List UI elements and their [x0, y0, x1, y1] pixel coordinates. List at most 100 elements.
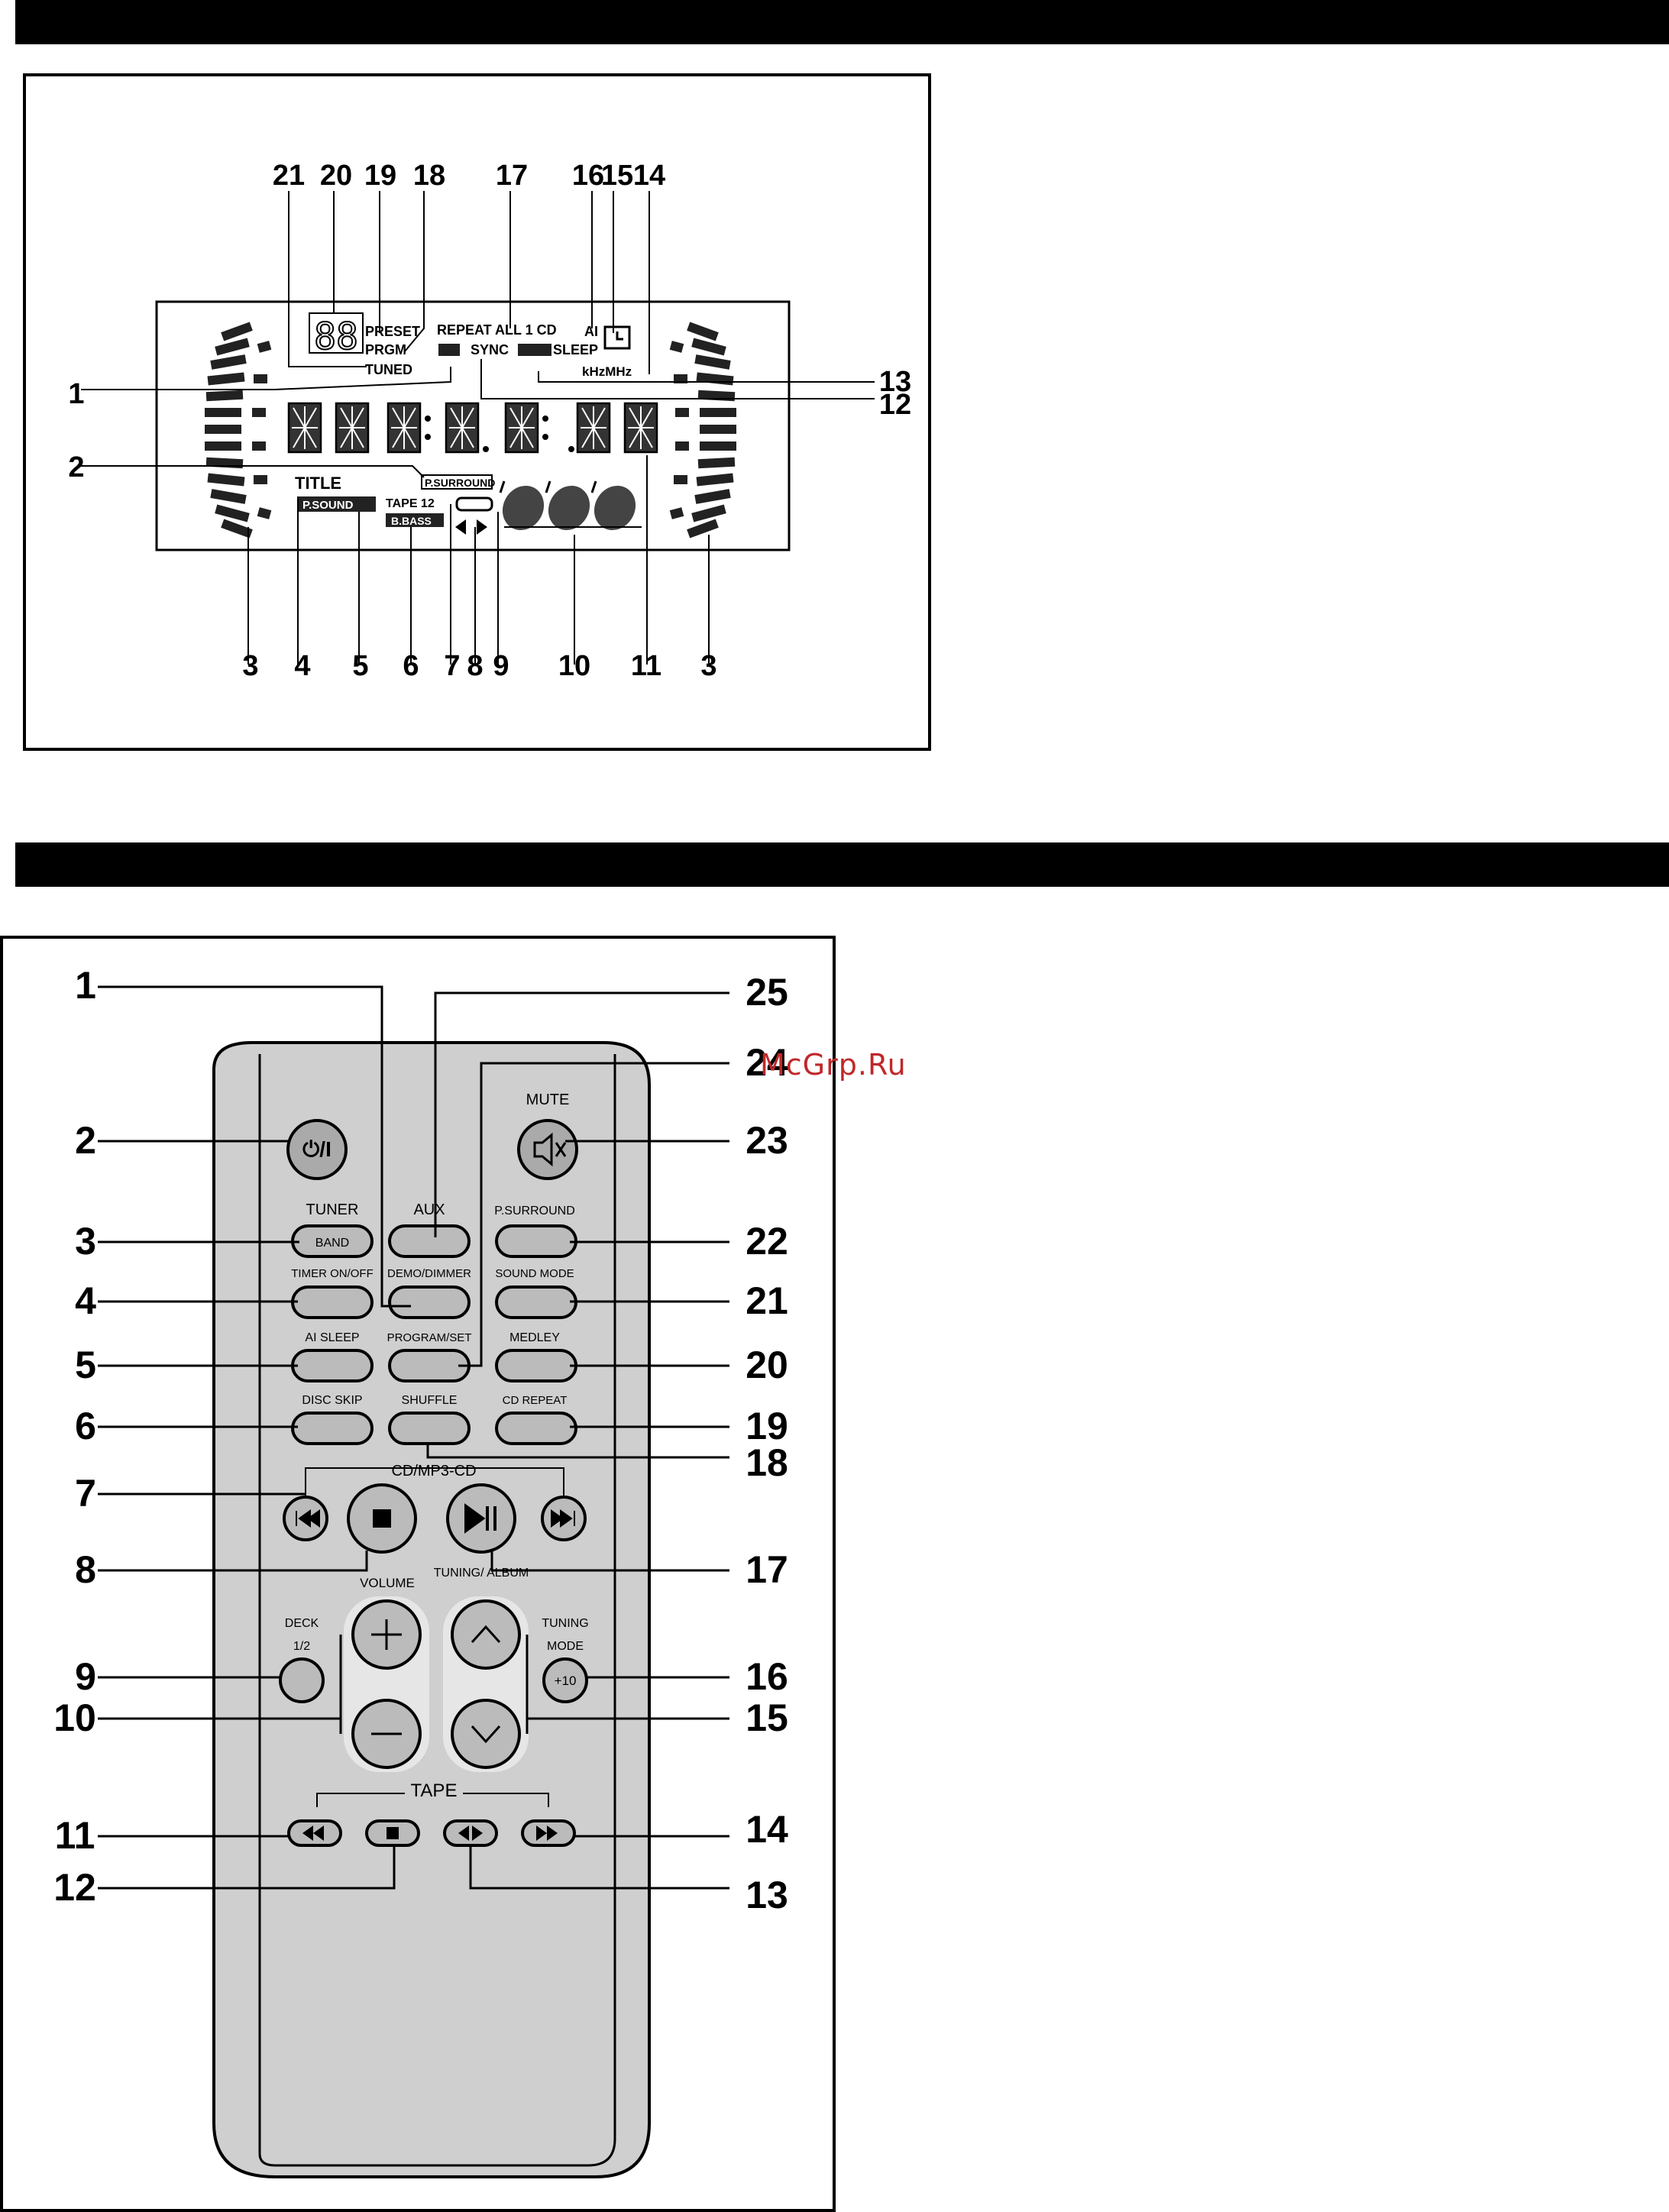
svg-text:+10: +10 [555, 1674, 577, 1688]
aux-button[interactable] [388, 1224, 471, 1258]
display-callout: 19 [364, 160, 396, 192]
header-bar-top [15, 0, 1669, 44]
watermark-text: McGrp.Ru [760, 1048, 907, 1082]
mute-label: MUTE [526, 1091, 570, 1108]
cdrepeat-button[interactable] [495, 1412, 577, 1445]
timer-button[interactable] [291, 1285, 374, 1319]
remote-callout: 16 [746, 1655, 788, 1698]
cd-badge [438, 344, 460, 356]
stop-icon [373, 1509, 391, 1528]
volume-up-button[interactable] [351, 1599, 422, 1670]
deck-button[interactable] [279, 1657, 325, 1703]
remote-callout: 12 [53, 1866, 96, 1909]
display-callout: 11 [631, 650, 661, 682]
display-callout: 13 [879, 366, 911, 398]
fast-forward-button[interactable] [521, 1819, 576, 1847]
remote-callout: 25 [746, 971, 788, 1014]
band-button[interactable]: BAND [291, 1224, 374, 1258]
psurround-label: P.SURROUND [494, 1205, 575, 1218]
rewind-icon [302, 1826, 324, 1841]
play-direction-icon [458, 1826, 483, 1841]
bbass-badge [386, 513, 444, 527]
shuffle-label: SHUFFLE [402, 1394, 458, 1407]
stop-button[interactable] [347, 1483, 417, 1554]
display-callout: 1 [68, 378, 84, 410]
volume-label: VOLUME [360, 1576, 415, 1590]
remote-callout: 21 [746, 1279, 788, 1322]
psound-indicator: P.SOUND [302, 499, 354, 512]
remote-callout: 11 [55, 1814, 95, 1857]
dimmer-button[interactable] [388, 1285, 471, 1319]
display-callout: 21 [273, 160, 305, 192]
display-callout: 2 [68, 451, 84, 483]
display-leader-lines [81, 191, 875, 665]
play-pause-icon [464, 1503, 496, 1534]
remote-callout: 22 [746, 1220, 788, 1263]
remote-leader-lines [98, 985, 729, 1890]
khz-mhz-indicator: kHzMHz [582, 364, 632, 379]
tuningmode-label-sub: MODE [547, 1640, 584, 1653]
tape12-indicator: TAPE 12 [386, 497, 435, 510]
tuned-indicator: TUNED [365, 362, 412, 377]
psurround-indicator: P.SURROUND [425, 477, 495, 489]
deck-label-sub: 1/2 [293, 1640, 310, 1653]
tuning-down-button[interactable] [451, 1699, 521, 1769]
shuffle-button[interactable] [388, 1412, 471, 1445]
programset-label: PROGRAM/SET [387, 1331, 472, 1344]
remote-callout: 18 [746, 1441, 788, 1484]
segment-char [576, 402, 611, 454]
deck-label: DECK [285, 1617, 319, 1630]
tape-direction-icon [455, 496, 493, 535]
plus10-button[interactable]: +10 [542, 1657, 588, 1703]
segment-char [445, 402, 480, 454]
mute-button[interactable] [517, 1119, 578, 1180]
segment-char [623, 402, 658, 454]
tape-play-button[interactable] [443, 1819, 498, 1847]
preset-indicator: PRESET [365, 324, 420, 339]
remote-callout: 19 [746, 1405, 788, 1447]
segment-char [387, 402, 422, 454]
remote-callout: 4 [75, 1279, 96, 1322]
segment-char [335, 402, 370, 454]
svg-text:88: 88 [314, 315, 358, 358]
volume-down-button[interactable] [351, 1699, 422, 1769]
play-pause-button[interactable] [446, 1483, 516, 1554]
remote-callout: 7 [75, 1472, 96, 1515]
soundmode-button[interactable] [495, 1285, 577, 1319]
chevron-up-icon [471, 1625, 501, 1644]
remote-callout: 20 [746, 1344, 788, 1386]
display-callout: 15 [601, 160, 633, 192]
sync-indicator: SYNC [471, 342, 509, 357]
display-callout: 7 [444, 650, 460, 682]
discskip-button[interactable] [291, 1412, 374, 1445]
remote-callout: 24 [746, 1041, 788, 1084]
display-callout: 4 [294, 650, 310, 682]
psurround-button[interactable] [495, 1224, 577, 1258]
rewind-button[interactable] [287, 1819, 342, 1847]
remote-callout: 15 [746, 1696, 788, 1739]
display-callout: 17 [496, 160, 528, 192]
segment-char [287, 402, 322, 454]
next-track-button[interactable] [541, 1496, 587, 1541]
medley-button[interactable] [495, 1349, 577, 1382]
remote-callout: 6 [75, 1405, 96, 1447]
aisleep-label: AI SLEEP [305, 1331, 359, 1344]
display-callout: 10 [558, 650, 590, 682]
tape-stop-button[interactable] [365, 1819, 420, 1847]
display-callout: 3 [242, 650, 258, 682]
aisleep-button[interactable] [291, 1349, 374, 1382]
cdrepeat-label: CD REPEAT [503, 1394, 568, 1407]
power-button[interactable]: ⏻/I [286, 1119, 348, 1180]
sleep-indicator: SLEEP [553, 342, 598, 357]
tuning-up-button[interactable] [451, 1599, 521, 1670]
tuningmode-label: TUNING [542, 1617, 588, 1630]
dimmer-label: DEMO/DIMMER [387, 1267, 471, 1280]
prev-track-button[interactable] [283, 1496, 328, 1541]
psound-badge [298, 496, 376, 512]
programset-button[interactable] [388, 1349, 471, 1382]
display-callout: 8 [467, 650, 483, 682]
remote-callout: 5 [75, 1344, 96, 1386]
display-callout: 5 [352, 650, 368, 682]
remote-callout: 8 [75, 1548, 96, 1591]
